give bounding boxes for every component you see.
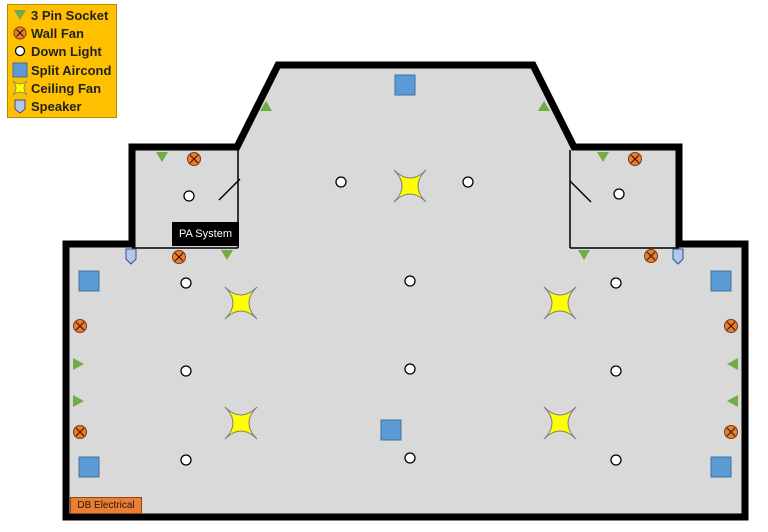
down-light	[610, 454, 622, 466]
speaker-icon	[14, 99, 26, 114]
legend-label: Down Light	[31, 43, 102, 59]
legend-item-wall-fan: Wall Fan	[12, 24, 84, 42]
legend-item-aircond: Split Aircond	[12, 61, 111, 79]
down-light	[335, 176, 347, 188]
wall-fan	[723, 424, 739, 440]
wall-fan	[627, 151, 643, 167]
aircond-unit	[78, 270, 100, 292]
legend-item-ceiling-fan: Ceiling Fan	[12, 79, 101, 97]
wall-fan	[171, 249, 187, 265]
legend-item-speaker: Speaker	[12, 97, 82, 115]
wall-fan	[72, 318, 88, 334]
db-electrical-label: DB Electrical	[70, 497, 142, 514]
down-light-icon	[14, 45, 26, 57]
aircond-icon	[12, 62, 28, 78]
wall-fan	[186, 151, 202, 167]
wall-fan	[72, 424, 88, 440]
aircond-unit	[710, 270, 732, 292]
down-light	[180, 277, 192, 289]
down-light	[462, 176, 474, 188]
right-room-partition	[569, 150, 679, 249]
down-light	[610, 365, 622, 377]
legend-label: Ceiling Fan	[31, 80, 102, 96]
aircond-unit	[394, 74, 416, 96]
down-light	[610, 277, 622, 289]
aircond-unit	[380, 419, 402, 441]
down-light	[404, 275, 416, 287]
wall-fan	[723, 318, 739, 334]
wall-fan-icon	[13, 26, 27, 40]
down-light	[180, 454, 192, 466]
pa-system-label: PA System	[172, 222, 239, 246]
wall-fan	[643, 248, 659, 264]
legend-label: Speaker	[31, 98, 82, 114]
down-light	[183, 190, 195, 202]
legend-label: Split Aircond	[31, 62, 112, 78]
legend-item-socket: 3 Pin Socket	[12, 6, 108, 24]
aircond-unit	[710, 456, 732, 478]
down-light	[613, 188, 625, 200]
ceiling-fan-icon	[12, 80, 28, 96]
down-light	[404, 452, 416, 464]
socket-icon	[14, 10, 26, 20]
down-light	[404, 363, 416, 375]
legend-label: Wall Fan	[31, 25, 84, 41]
legend-item-down-light: Down Light	[12, 42, 102, 60]
aircond-unit	[78, 456, 100, 478]
outer-wall	[62, 61, 749, 521]
legend-label: 3 Pin Socket	[31, 7, 109, 23]
floor-area	[66, 65, 745, 517]
down-light	[180, 365, 192, 377]
legend: 3 Pin Socket Wall Fan Down Light Split A…	[7, 4, 117, 118]
